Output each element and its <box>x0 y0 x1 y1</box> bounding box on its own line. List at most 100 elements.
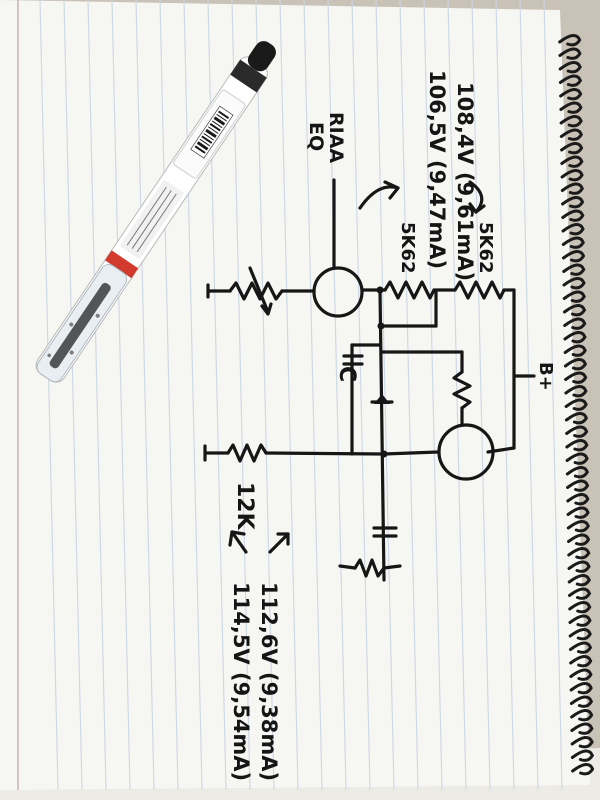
spiral-coil <box>559 115 583 128</box>
bottom-reading-2: 114,5V (9,54mA) <box>229 582 253 781</box>
ruled-line <box>111 0 131 791</box>
spiral-coil <box>570 749 595 762</box>
spiral-coil <box>571 763 595 776</box>
spiral-coil <box>570 722 594 735</box>
spiral-coil <box>559 88 583 101</box>
spiral-coil <box>560 182 584 195</box>
spiral-coil <box>564 398 588 411</box>
spiral-coil <box>562 290 586 303</box>
ruled-line <box>399 0 419 791</box>
spiral-coil <box>563 344 587 357</box>
schematic <box>203 178 536 582</box>
spiral-coil <box>563 358 588 371</box>
spiral-coil <box>567 587 592 600</box>
bottom-reading-1: 112,6V (9,38mA) <box>257 582 281 781</box>
spiral-coil <box>559 128 584 141</box>
ruled-line <box>327 0 347 791</box>
spiral-coil <box>566 479 590 492</box>
ruled-line <box>519 0 539 791</box>
resistor-zigzag-12k <box>226 443 268 463</box>
ruled-line <box>543 0 563 791</box>
spiral-coil <box>560 169 584 182</box>
ruled-line <box>63 0 83 791</box>
ruled-line <box>231 0 251 791</box>
ruled-line <box>303 0 323 791</box>
spiral-coil <box>558 47 582 60</box>
spiral-coil <box>561 236 585 249</box>
ruled-line <box>423 0 443 791</box>
spiral-coil <box>566 506 590 519</box>
diode-symbol <box>374 394 390 404</box>
spiral-binding <box>558 34 595 776</box>
spiral-coil <box>561 196 585 209</box>
top-reading-1: 108,4V (9,61mA) <box>453 82 477 281</box>
capacitor-label: C <box>334 366 359 382</box>
ruled-line <box>135 0 155 791</box>
stage-label-line2: EQ <box>305 122 327 151</box>
spiral-coil <box>565 425 589 438</box>
ruled-line <box>375 0 395 791</box>
spiral-coil <box>567 547 591 560</box>
spiral-coil <box>560 142 584 155</box>
cathode-bus <box>378 288 386 582</box>
spiral-coil <box>562 250 586 263</box>
ruled-line <box>183 0 203 791</box>
spiral-coil <box>564 412 589 425</box>
spiral-coil <box>567 560 591 573</box>
spiral-coil <box>562 263 586 276</box>
spiral-coil <box>565 466 589 479</box>
ruled-line <box>471 0 491 791</box>
stage-label-line1: RIAA <box>325 112 347 163</box>
resistor-zigzag-1 <box>383 280 436 300</box>
spiral-coil <box>570 736 594 749</box>
resistor-zigzag-bottom <box>353 558 386 578</box>
top-reading-2: 106,5V (9,47mA) <box>425 70 449 269</box>
ruled-line <box>279 0 299 791</box>
variable-resistor-arrow <box>248 266 270 314</box>
spiral-coil <box>563 331 587 344</box>
arrow-bottom-right <box>268 532 290 554</box>
ruled-line <box>255 0 275 791</box>
spiral-coil <box>565 439 589 452</box>
spiral-coil <box>559 101 583 114</box>
resistor-zigzag-3 <box>452 370 472 410</box>
ruled-line <box>159 0 179 791</box>
spiral-coil <box>564 371 588 384</box>
spiral-coil <box>568 628 592 641</box>
spiral-coil <box>566 520 590 533</box>
spiral-coil <box>569 668 593 681</box>
ruled-line <box>495 0 515 791</box>
spiral-coil <box>558 61 582 74</box>
resistor-label-a: 5K62 <box>475 222 496 274</box>
spiral-coil <box>563 317 587 330</box>
ruled-line <box>39 0 59 791</box>
resistor-label-b: 5K62 <box>397 222 418 274</box>
spiral-coil <box>562 304 587 317</box>
ruled-line <box>87 0 107 791</box>
spiral-coil <box>564 385 588 398</box>
spiral-coil <box>567 574 591 587</box>
ruled-line <box>351 0 371 791</box>
arrow-bottom-left <box>230 530 248 554</box>
resistor-label-12k: 12K <box>232 482 257 531</box>
spiral-coil <box>566 493 590 506</box>
spiral-coil <box>569 655 593 668</box>
spiral-coil <box>565 452 589 465</box>
spiral-coil <box>568 601 592 614</box>
spiral-coil <box>558 34 582 47</box>
spiral-coil <box>561 223 585 236</box>
spiral-coil <box>568 641 593 654</box>
resistor-zigzag-2 <box>453 280 506 300</box>
spiral-coil <box>567 533 591 546</box>
spiral-coil <box>560 155 584 168</box>
spiral-coil <box>569 682 593 695</box>
spiral-coil <box>562 277 586 290</box>
spiral-coil <box>558 74 583 87</box>
spiral-coil <box>570 709 594 722</box>
supply-label: B+ <box>535 362 556 391</box>
spiral-coil <box>569 695 594 708</box>
variable-resistor-zigzag <box>228 281 284 301</box>
marker-pen <box>35 41 276 383</box>
spiral-coil <box>561 209 585 222</box>
